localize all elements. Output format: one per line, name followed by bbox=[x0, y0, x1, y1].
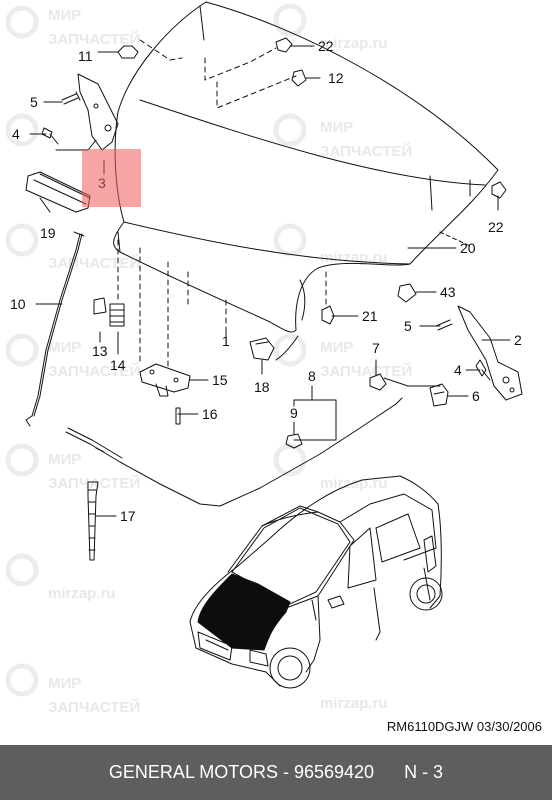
watermark-line2: ЗАПЧАСТЕЙ bbox=[48, 30, 140, 48]
callout-1: 1 bbox=[222, 333, 230, 349]
watermark-url: mirzap.ru bbox=[320, 249, 388, 266]
lock-actuator bbox=[429, 383, 449, 407]
drawing-code: RM6110DGJW 03/30/2006 bbox=[386, 719, 542, 734]
callout-5: 5 bbox=[30, 94, 38, 110]
callout-18: 18 bbox=[254, 379, 270, 395]
callout-22: 22 bbox=[488, 219, 504, 235]
watermark-layer: МИР ЗАПЧАСТЕЙ mirzap.ru МИР ЗАПЧАСТЕЙ ЗА… bbox=[5, 3, 412, 716]
watermark-url: mirzap.ru bbox=[48, 585, 116, 602]
callout-15: 15 bbox=[212, 372, 228, 388]
callout-22: 22 bbox=[318, 38, 334, 54]
bolt-icon bbox=[41, 91, 491, 425]
callout-13: 13 bbox=[92, 343, 108, 359]
hood-panel bbox=[113, 1, 499, 361]
hood-hinge-right bbox=[457, 305, 523, 401]
callout-10: 10 bbox=[10, 296, 26, 312]
callout-5: 5 bbox=[404, 318, 412, 334]
callout-labels: 11 22 12 5 4 3 19 22 20 10 43 21 5 2 13 … bbox=[10, 38, 522, 524]
callout-43: 43 bbox=[440, 284, 456, 300]
watermark-line2: ЗАПЧАСТЕЙ bbox=[48, 474, 140, 492]
callout-12: 12 bbox=[328, 70, 344, 86]
callout-21: 21 bbox=[362, 308, 378, 324]
prop-rod bbox=[25, 231, 85, 427]
watermark-line2: ЗАПЧАСТЕЙ bbox=[48, 698, 140, 716]
watermark-url: mirzap.ru bbox=[320, 475, 388, 492]
callout-17: 17 bbox=[120, 508, 136, 524]
watermark-line1: МИР bbox=[48, 675, 81, 692]
footer-separator: - bbox=[277, 762, 294, 782]
callout-7: 7 bbox=[372, 340, 380, 356]
car-windshield bbox=[231, 507, 351, 605]
callout-16: 16 bbox=[202, 406, 218, 422]
car-illustration bbox=[189, 475, 443, 689]
callout-4: 4 bbox=[454, 362, 462, 378]
callout-4: 4 bbox=[12, 126, 20, 142]
parts-diagram: МИР ЗАПЧАСТЕЙ mirzap.ru МИР ЗАПЧАСТЕЙ ЗА… bbox=[5, 1, 523, 716]
callout-8: 8 bbox=[308, 368, 316, 384]
footer-brand: GENERAL MOTORS bbox=[108, 762, 278, 782]
watermark-line2: ЗАПЧАСТЕЙ bbox=[320, 362, 412, 380]
callout-20: 20 bbox=[460, 240, 476, 256]
callout-11: 11 bbox=[78, 48, 93, 64]
hood-hinge-left bbox=[77, 73, 119, 151]
watermark-url: mirzap.ru bbox=[320, 695, 388, 712]
watermark-url: mirzap.ru bbox=[320, 35, 388, 52]
release-cable bbox=[65, 397, 403, 507]
hood-latch bbox=[139, 363, 191, 397]
footer-bar: GENERAL MOTORS - 96569420 N - 3 bbox=[0, 745, 552, 800]
leader-lines-dashed bbox=[117, 39, 327, 369]
highlight-part-3 bbox=[82, 149, 141, 207]
callout-9: 9 bbox=[290, 405, 298, 421]
callout-2: 2 bbox=[514, 332, 522, 348]
footer-page: N - 3 bbox=[404, 762, 444, 782]
cable-tie bbox=[87, 481, 99, 561]
watermark-line2: ЗАПЧАСТЕЙ bbox=[48, 362, 140, 380]
footer-part-number: 96569420 bbox=[293, 762, 375, 782]
release-handle bbox=[249, 337, 275, 361]
watermark-line2: ЗАПЧАСТЕЙ bbox=[320, 142, 412, 160]
watermark-line2: ЗАПЧАСТЕЙ bbox=[48, 254, 140, 272]
bumper-icon bbox=[93, 297, 125, 327]
callout-19: 19 bbox=[40, 225, 56, 241]
watermark-line1: МИР bbox=[48, 339, 81, 356]
seal-strip bbox=[25, 171, 91, 213]
watermark-line1: МИР bbox=[48, 451, 81, 468]
callout-14: 14 bbox=[110, 357, 126, 373]
clip-icon bbox=[117, 37, 507, 449]
car-hood-highlight bbox=[197, 573, 291, 651]
watermark-line1: МИР bbox=[320, 339, 353, 356]
watermark-line1: МИР bbox=[320, 119, 353, 136]
leader-lines bbox=[29, 45, 511, 517]
watermark-line1: МИР bbox=[48, 7, 81, 24]
callout-6: 6 bbox=[472, 388, 480, 404]
footer-gap bbox=[374, 762, 404, 783]
